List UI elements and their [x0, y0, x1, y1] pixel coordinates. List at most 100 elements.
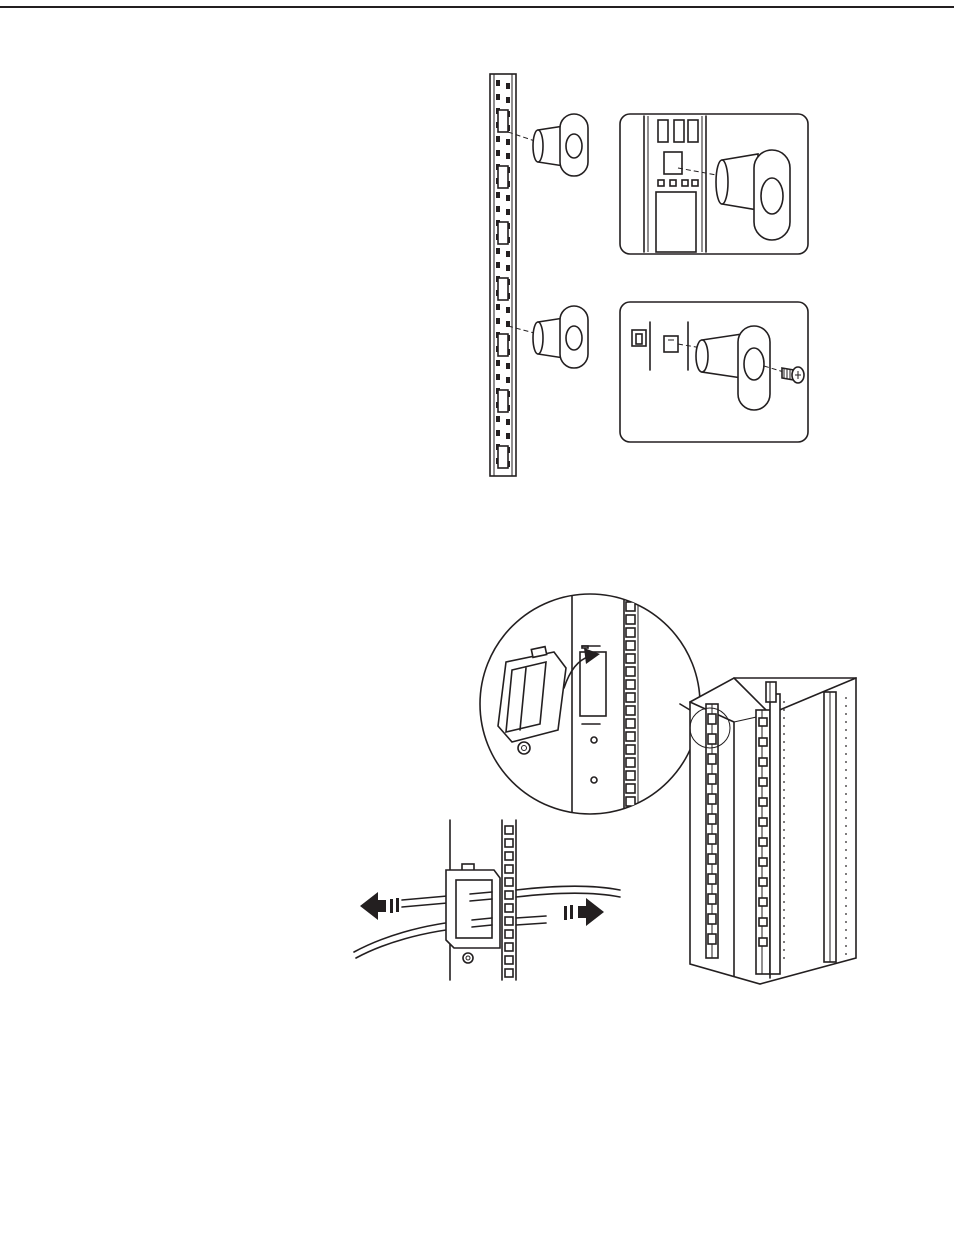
- rail-hole: [496, 94, 500, 100]
- rail-hole: [496, 150, 500, 156]
- rail-standoff-figure: [480, 70, 610, 480]
- rail-hole: [783, 861, 785, 863]
- rail-hole: [845, 841, 847, 843]
- rail-hole: [496, 248, 500, 254]
- rail-hole: [845, 857, 847, 859]
- rail-hole: [783, 837, 785, 839]
- rail-hole: [845, 825, 847, 827]
- rail-hole: [845, 721, 847, 723]
- rail-hole: [626, 654, 635, 663]
- rail-hole: [626, 680, 635, 689]
- rail-hole: [845, 801, 847, 803]
- rail-hole: [505, 930, 513, 938]
- rail-hole: [626, 615, 635, 624]
- rail-hole: [759, 838, 767, 846]
- rail-hole: [496, 430, 500, 436]
- rail-hole: [506, 251, 510, 257]
- rail-hole: [496, 304, 500, 310]
- rail-hole: [783, 957, 785, 959]
- rail-hole: [498, 334, 508, 356]
- rail-hole: [783, 789, 785, 791]
- rail-hole: [498, 278, 508, 300]
- rail-hole: [845, 905, 847, 907]
- rail-hole: [496, 80, 500, 86]
- rail-hole: [845, 793, 847, 795]
- rail-hole: [783, 853, 785, 855]
- rail-hole: [783, 869, 785, 871]
- rail-hole: [845, 785, 847, 787]
- rail-hole: [845, 913, 847, 915]
- rail-hole: [783, 901, 785, 903]
- rail-hole: [498, 222, 508, 244]
- cables-through-grommet: [350, 820, 630, 984]
- rail-hole: [783, 893, 785, 895]
- rail-hole: [845, 897, 847, 899]
- rail-hole: [708, 734, 716, 744]
- rail-hole: [845, 953, 847, 955]
- rail-hole: [496, 360, 500, 366]
- rail-hole: [626, 602, 635, 611]
- rail-hole: [783, 701, 785, 703]
- rail-hole: [708, 874, 716, 884]
- rail-hole: [783, 933, 785, 935]
- rail-hole: [626, 693, 635, 702]
- rail-hole: [498, 110, 508, 132]
- rail-hole: [845, 809, 847, 811]
- rail-hole: [759, 858, 767, 866]
- grommet-installed: [446, 864, 500, 948]
- rail-hole: [626, 745, 635, 754]
- rail-hole: [505, 943, 513, 951]
- rail-hole: [783, 717, 785, 719]
- rail-hole: [845, 833, 847, 835]
- rail-hole: [783, 749, 785, 751]
- rail-hole: [708, 754, 716, 764]
- rail-hole: [783, 757, 785, 759]
- rail-hole: [498, 446, 508, 468]
- rail-hole: [708, 834, 716, 844]
- rail-hole: [506, 433, 510, 439]
- rail-hole: [496, 206, 500, 212]
- rail-hole: [845, 777, 847, 779]
- rail-hole: [708, 934, 716, 944]
- rail-hole: [783, 773, 785, 775]
- rail-hole: [845, 937, 847, 939]
- rail-hole: [626, 706, 635, 715]
- rail-hole: [708, 714, 716, 724]
- rail-hole: [506, 377, 510, 383]
- rail-hole: [759, 798, 767, 806]
- rail-hole: [759, 738, 767, 746]
- rail-hole: [845, 729, 847, 731]
- rail-hole: [759, 818, 767, 826]
- rail-hole: [759, 918, 767, 926]
- arrow-left-icon: [360, 892, 399, 920]
- vertical-rail: [490, 74, 516, 476]
- rail-hole: [498, 390, 508, 412]
- rail-hole: [505, 956, 513, 964]
- rail-hole: [626, 810, 635, 819]
- rail-hole: [708, 914, 716, 924]
- rail-hole: [845, 881, 847, 883]
- rail-hole: [783, 885, 785, 887]
- rail-hole: [783, 941, 785, 943]
- rail-hole: [845, 705, 847, 707]
- standoff-upper: [508, 114, 588, 176]
- rail-hole: [626, 719, 635, 728]
- top-rule: [0, 6, 954, 8]
- rail-hole: [783, 821, 785, 823]
- rail-hole: [626, 797, 635, 806]
- rail-hole: [783, 797, 785, 799]
- rail-hole: [845, 737, 847, 739]
- rack-enclosure: [686, 674, 862, 990]
- rail-hole: [845, 745, 847, 747]
- rail-hole: [708, 814, 716, 824]
- rail-hole: [708, 854, 716, 864]
- standoff-lower: [508, 306, 588, 368]
- rail-hole: [783, 741, 785, 743]
- rail-hole: [505, 878, 513, 886]
- rail-hole: [783, 877, 785, 879]
- rail-hole: [845, 849, 847, 851]
- rail-hole: [505, 826, 513, 834]
- rail-hole: [708, 794, 716, 804]
- rail-hole: [783, 709, 785, 711]
- rail-hole: [845, 889, 847, 891]
